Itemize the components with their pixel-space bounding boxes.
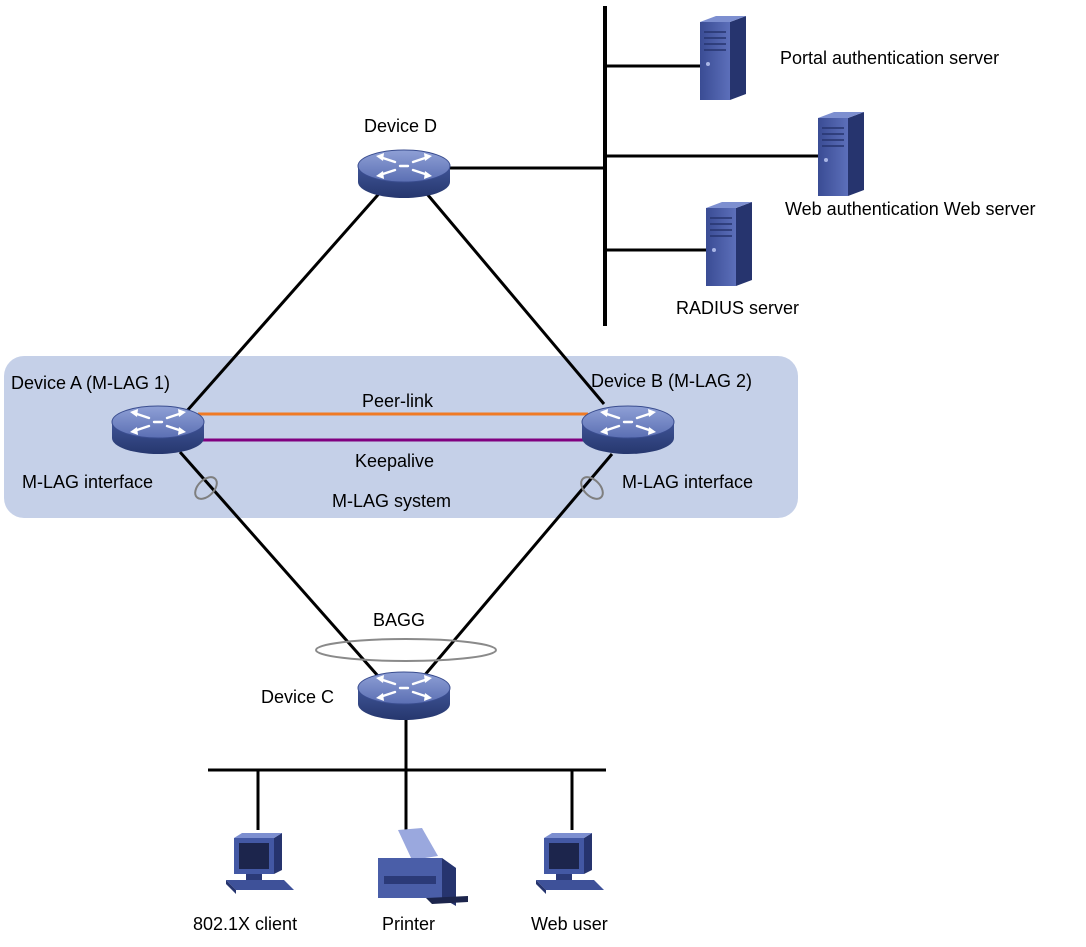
device-c-label: Device C [261,687,334,707]
bagg-ring [315,638,497,662]
device-d-switch-icon [356,148,452,200]
a-to-c-link [178,451,380,677]
client-8021x-label: 802.1X client [193,914,297,934]
bagg-label: BAGG [373,610,425,630]
mlag-interface-ring-b [580,476,604,500]
web-user-label: Web user [531,914,608,934]
b-to-c-link [422,453,614,677]
device-b-switch-icon [580,404,676,456]
web-server-icon [817,111,865,197]
radius-server-label: RADIUS server [676,298,799,318]
mlag-interface-b-label: M-LAG interface [622,472,753,492]
web-server-label: Web authentication Web server [785,199,1035,219]
d-to-a-link [184,187,386,413]
peer-link-label: Peer-link [362,391,434,411]
radius-server-icon [705,201,753,287]
device-a-label: Device A (M-LAG 1) [11,373,170,393]
device-c-switch-icon [356,670,452,722]
device-b-label: Device B (M-LAG 2) [591,371,752,391]
mlag-interface-ring-a [194,476,218,500]
printer-icon [378,828,468,906]
device-d-label: Device D [364,116,437,136]
device-a-switch-icon [110,404,206,456]
d-to-b-link [420,187,606,405]
mlag-system-label: M-LAG system [332,491,451,511]
keepalive-label: Keepalive [355,451,434,471]
client-8021x-pc-icon [226,833,294,894]
web-user-pc-icon [536,833,604,894]
printer-label: Printer [382,914,435,934]
portal-server-label: Portal authentication server [780,48,999,68]
mlag-interface-a-label: M-LAG interface [22,472,153,492]
portal-server-icon [699,15,747,101]
